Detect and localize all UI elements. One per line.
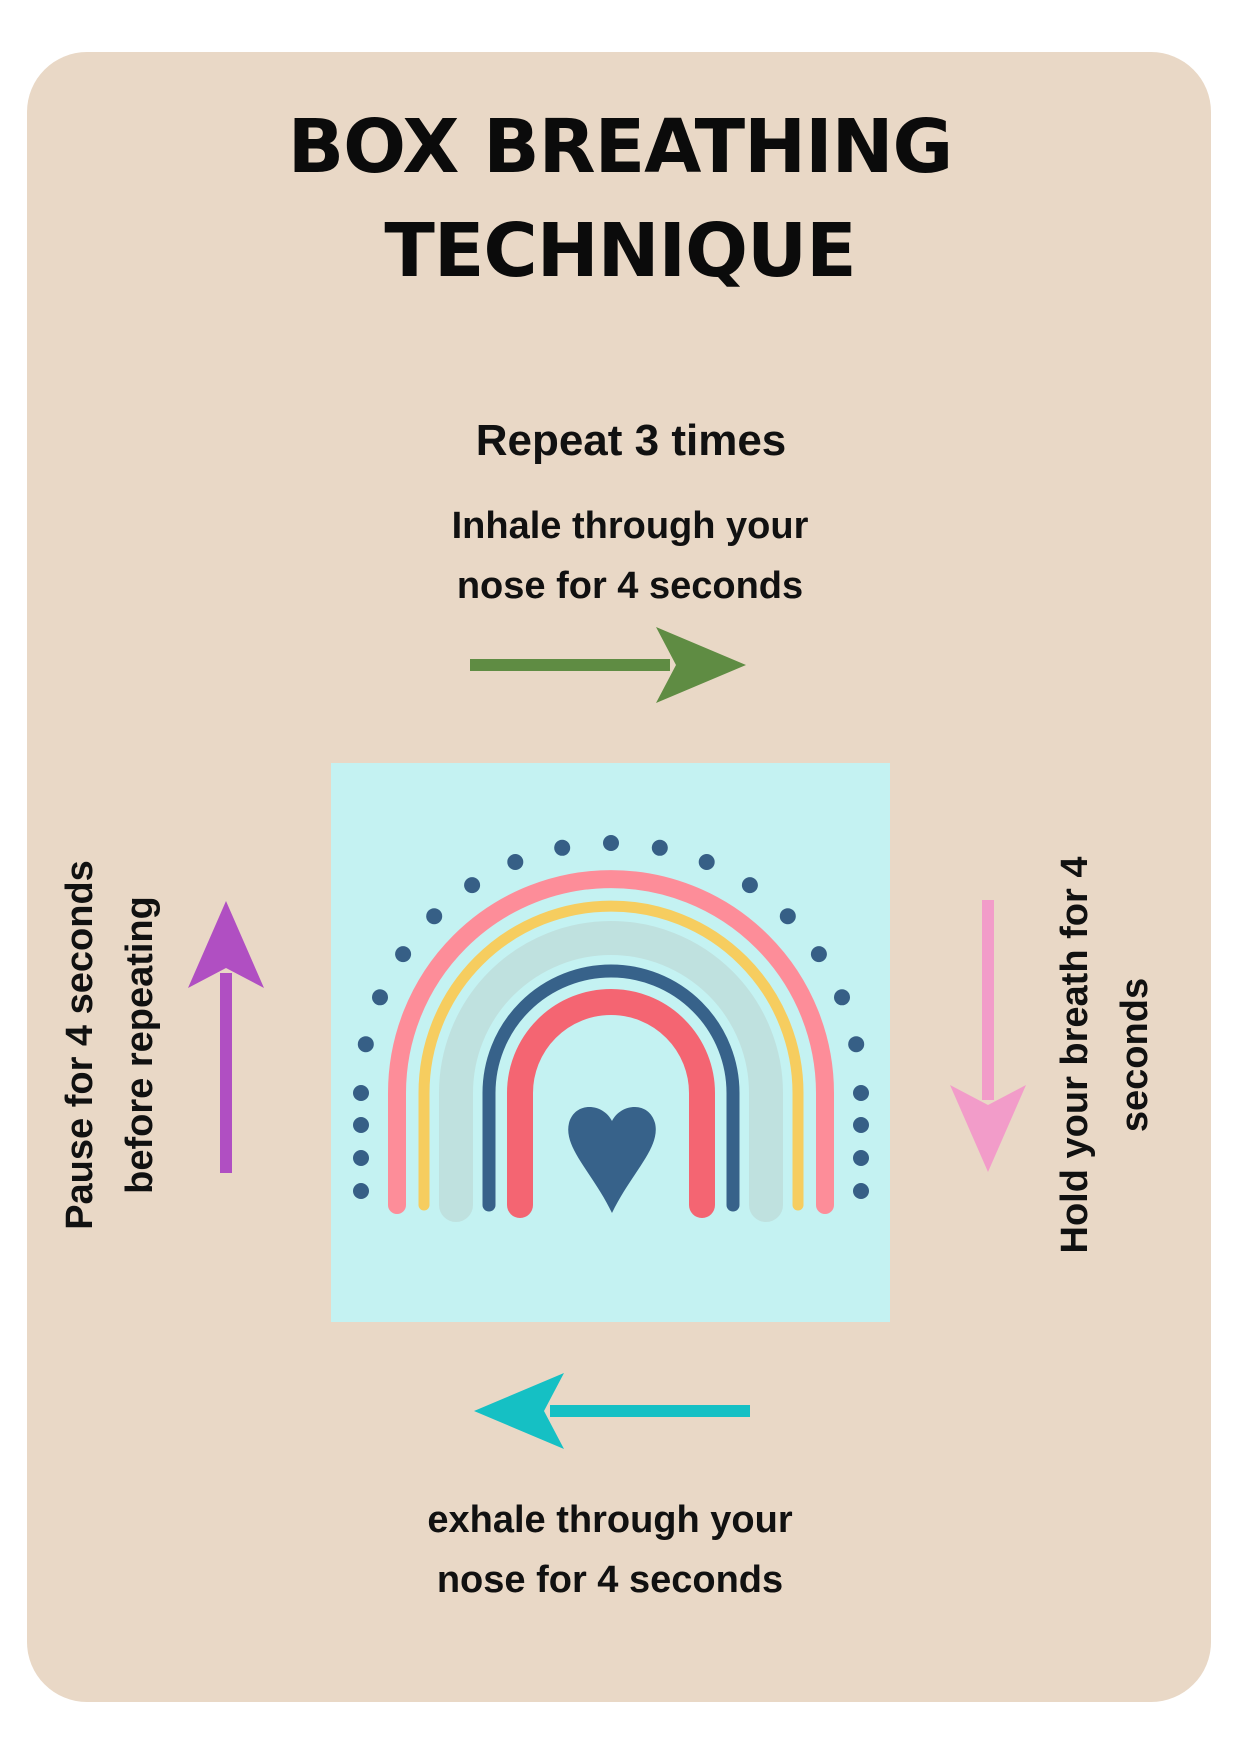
- decor-dot: [741, 877, 758, 894]
- inhale-line-1: Inhale through your: [451, 505, 809, 547]
- arrow-down-icon: [950, 900, 1026, 1172]
- decor-dot: [426, 908, 443, 925]
- decor-dot: [353, 1183, 369, 1199]
- decor-dot: [372, 989, 388, 1006]
- pause-line-1: Pause for 4 seconds: [59, 860, 101, 1230]
- hold-line-2: seconds: [1114, 977, 1156, 1133]
- decor-dot: [853, 1117, 869, 1133]
- decor-dot: [507, 854, 524, 870]
- hold-instruction: Hold your breath for 4 seconds: [1045, 775, 1175, 1335]
- arrow-up-icon: [188, 901, 264, 1173]
- decor-dot: [554, 839, 571, 856]
- decor-dot: [698, 854, 715, 870]
- decor-dot: [353, 1117, 369, 1133]
- decor-dot: [395, 946, 412, 963]
- decor-dot: [853, 1150, 869, 1166]
- decor-dot: [464, 877, 481, 894]
- title-line-1: BOX BREATHING: [287, 104, 954, 190]
- exhale-line-2: nose for 4 seconds: [436, 1559, 784, 1601]
- arrow-right-icon: [470, 627, 746, 703]
- exhale-line-1: exhale through your: [427, 1499, 793, 1541]
- rainbow-heart-icon: [331, 763, 890, 1322]
- hold-line-1: Hold your breath for 4: [1054, 856, 1096, 1254]
- inhale-instruction: Inhale through your nose for 4 seconds: [330, 496, 930, 616]
- decor-dot: [779, 908, 796, 925]
- decor-dot: [834, 989, 850, 1006]
- decor-dot: [651, 839, 668, 856]
- decor-dot: [353, 1150, 369, 1166]
- decor-dot: [848, 1036, 865, 1053]
- poster-title: BOX BREATHING TECHNIQUE: [0, 95, 1240, 303]
- title-line-2: TECHNIQUE: [384, 208, 856, 294]
- decor-dot: [853, 1085, 869, 1101]
- pause-instruction: Pause for 4 seconds before repeating: [50, 765, 180, 1325]
- pause-line-2: before repeating: [119, 896, 161, 1194]
- decor-dot: [603, 835, 619, 851]
- decor-dot: [810, 946, 827, 963]
- decor-dot: [357, 1036, 374, 1053]
- decor-dot: [353, 1085, 369, 1101]
- decor-dot: [853, 1183, 869, 1199]
- exhale-instruction: exhale through your nose for 4 seconds: [310, 1490, 910, 1610]
- repeat-instruction: Repeat 3 times: [475, 416, 787, 465]
- inhale-line-2: nose for 4 seconds: [456, 565, 804, 607]
- arrow-left-icon: [474, 1373, 750, 1449]
